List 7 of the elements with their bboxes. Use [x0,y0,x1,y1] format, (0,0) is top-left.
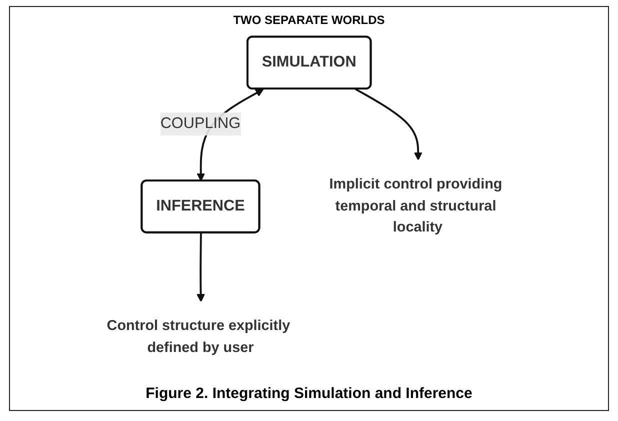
note-text: TWO SEPARATE WORLDS [233,13,385,27]
node-text: Control structure explicitly defined by user [106,318,290,356]
node-text: Implicit control providing temporal and structural locality [329,176,502,236]
edge-label: COUPLING [160,115,240,132]
figure-caption: Figure 2. Integrating Simulation and Inference [146,385,472,402]
arrow [196,232,205,302]
arrow [354,88,422,160]
